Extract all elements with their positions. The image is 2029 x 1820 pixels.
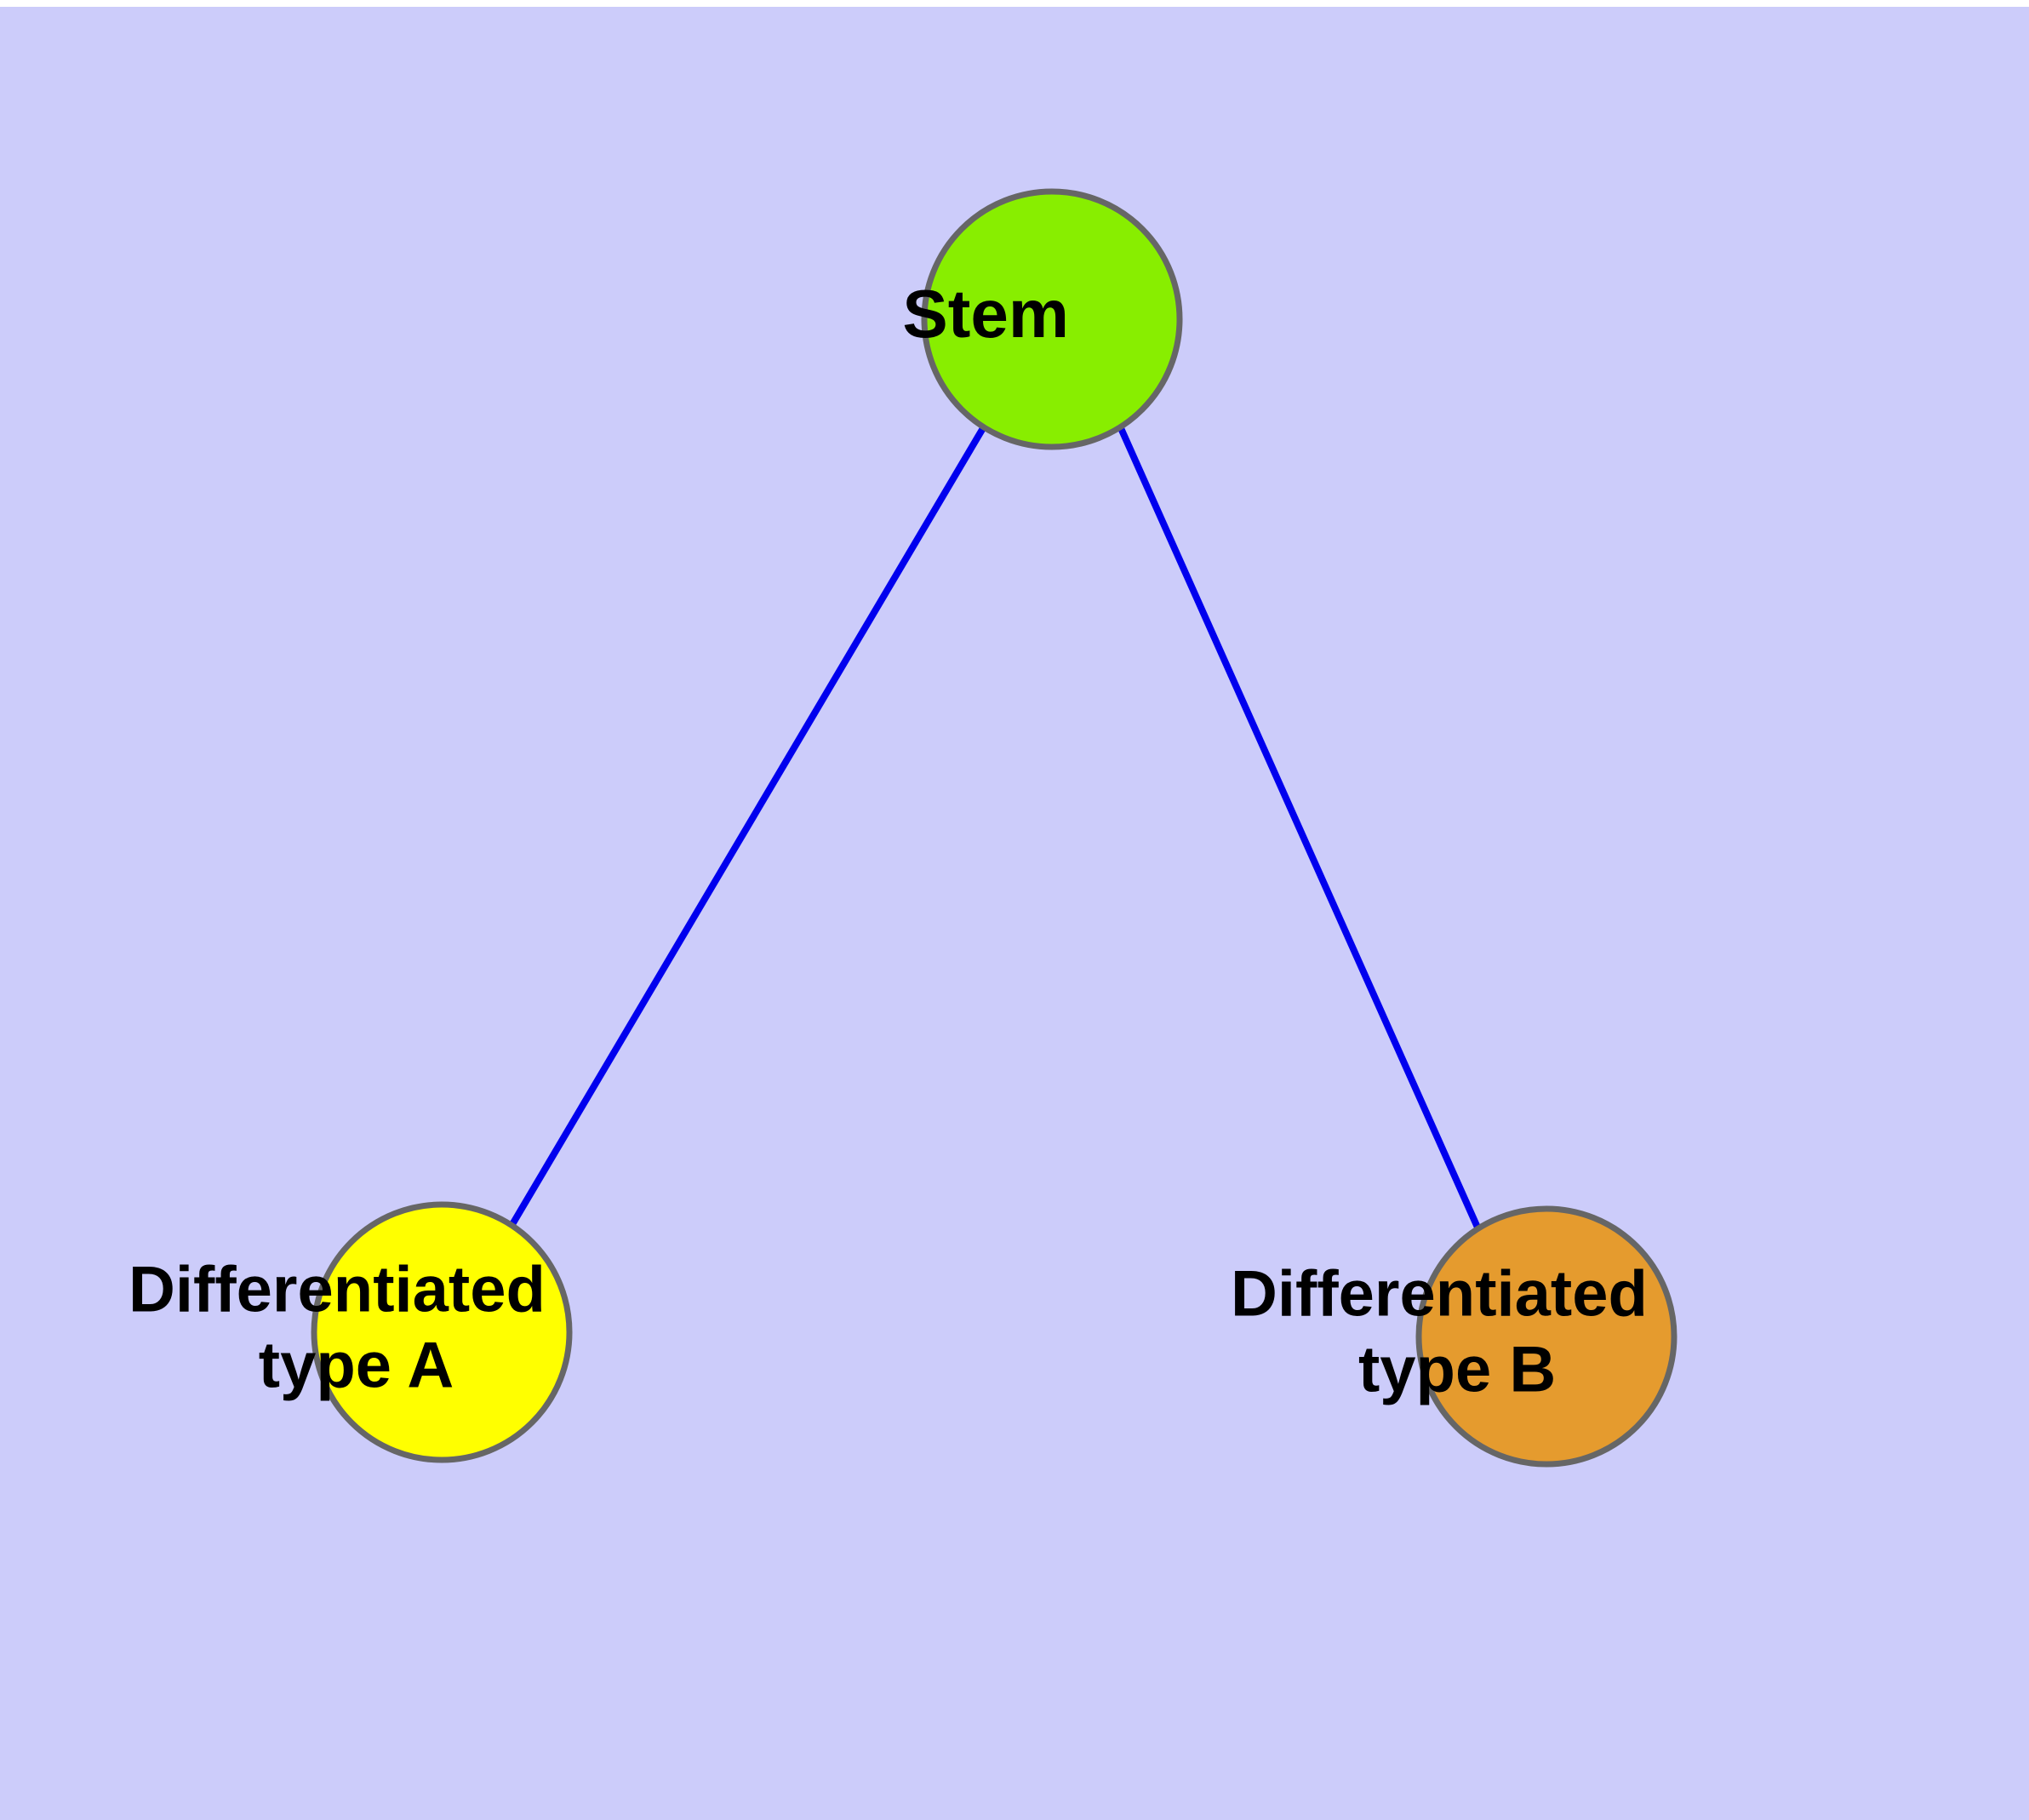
node-label-differentiated-type-a-line-2: type A	[259, 1330, 453, 1402]
node-differentiated-type-b[interactable]	[1415, 1205, 1677, 1468]
top-margin-strip	[0, 0, 2029, 7]
node-label-differentiated-type-b-line-2: type B	[1358, 1334, 1556, 1406]
edge-group	[508, 426, 1482, 1231]
node-label-differentiated-type-b: Differentiated type B	[1231, 1258, 1648, 1406]
node-group	[311, 188, 1677, 1468]
edge-stem-to-differentiated-type-b[interactable]	[1117, 426, 1482, 1231]
node-label-differentiated-type-a: Differentiated type A	[0, 0, 707, 1402]
node-differentiated-type-a[interactable]	[311, 1201, 573, 1463]
edge-stem-to-differentiated-type-a[interactable]	[508, 426, 986, 1228]
node-label-stem: Stem	[0, 0, 1202, 352]
node-stem[interactable]	[921, 188, 1183, 450]
node-label-differentiated-type-a-line-1: Differentiated	[129, 1254, 546, 1326]
node-label-stem-line-1: Stem	[902, 276, 1069, 352]
node-label-differentiated-type-b-line-1: Differentiated	[1231, 1258, 1648, 1331]
label-group: Stem Differentiated type A Differentiate…	[0, 0, 1648, 1406]
